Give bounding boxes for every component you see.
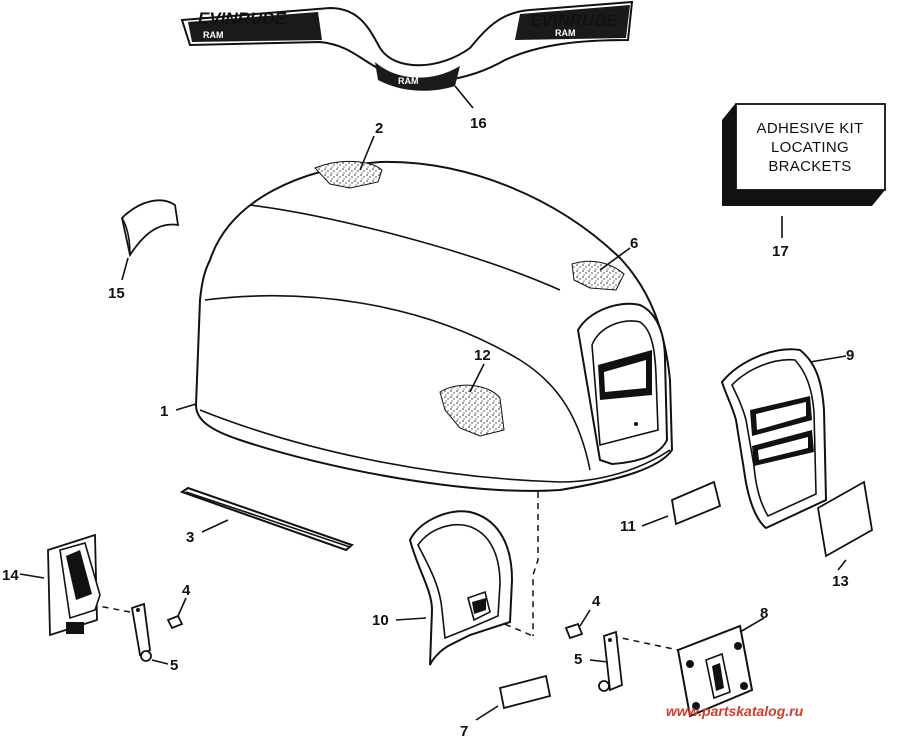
callout-8: 8 (760, 605, 768, 622)
decal-ram-center: RAM (398, 76, 419, 86)
screw-and-link-left (130, 602, 184, 662)
callout-1: 1 (160, 403, 168, 420)
callout-5-left: 5 (170, 657, 178, 674)
callout-13: 13 (832, 573, 849, 590)
callout-17: 17 (772, 243, 789, 260)
bracket-14 (47, 533, 101, 637)
decal-brand-right: EVINRUDE (530, 11, 619, 30)
decal-ram-right: RAM (555, 28, 576, 38)
seal-strip (179, 486, 354, 552)
screw-and-link-right (564, 622, 623, 692)
callout-4-left: 4 (182, 582, 191, 599)
decal-brand-left: EVINRUDE (198, 9, 287, 28)
watermark-text: www.partskatalog.ru (666, 703, 804, 719)
side-pad-15 (121, 199, 180, 258)
adhesive-kit-box: ADHESIVE KIT LOCATING BRACKETS (722, 103, 886, 206)
kit-line-2: LOCATING (771, 139, 849, 156)
decal-11 (670, 480, 722, 526)
callout-4-right: 4 (592, 593, 601, 610)
callout-11: 11 (620, 518, 636, 535)
rear-plate (676, 624, 754, 718)
callout-6: 6 (630, 235, 638, 252)
front-grille (720, 348, 828, 530)
decal-ribbon: EVINRUDE EVINRUDE RAM RAM RAM (180, 0, 634, 91)
callout-16: 16 (470, 115, 487, 132)
callout-9: 9 (846, 347, 854, 364)
callout-15: 15 (108, 285, 125, 302)
callout-10: 10 (372, 612, 389, 629)
callout-2: 2 (375, 120, 383, 137)
decal-7 (498, 674, 552, 710)
callout-3: 3 (186, 529, 194, 546)
callout-12: 12 (474, 347, 491, 364)
callout-5-right: 5 (574, 651, 582, 668)
rear-cover (408, 510, 514, 666)
kit-line-1: ADHESIVE KIT (757, 120, 864, 137)
decal-13 (817, 480, 873, 558)
decal-ram-left: RAM (203, 30, 224, 40)
kit-line-3: BRACKETS (768, 158, 851, 175)
callout-14: 14 (2, 567, 19, 584)
callout-7: 7 (460, 723, 468, 738)
engine-cowl (194, 160, 674, 492)
